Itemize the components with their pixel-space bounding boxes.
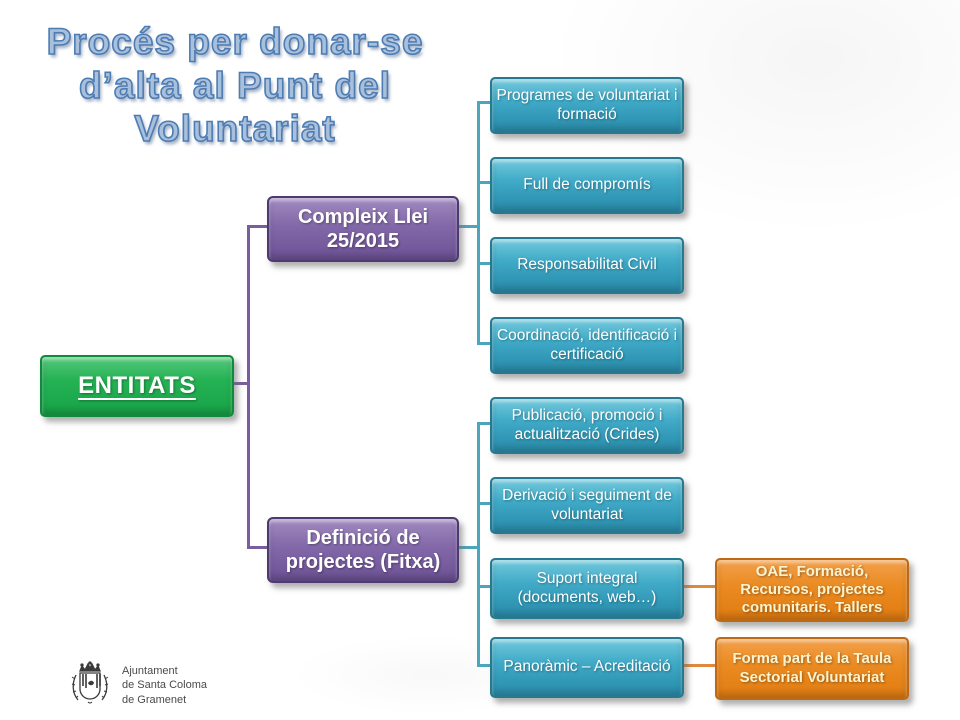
branch-node-label: Definició de projectes (Fitxa) bbox=[285, 526, 441, 573]
branch-node-compleix-llei: Compleix Llei 25/2015 bbox=[267, 196, 459, 262]
callout-bold-text: Taula Sectorial Voluntariat bbox=[739, 650, 892, 686]
connector-root-vertical bbox=[247, 225, 250, 549]
callout-text: Forma part de la bbox=[732, 650, 854, 668]
connector-branch1-stub bbox=[455, 225, 479, 228]
root-node-entitats: ENTITATS bbox=[40, 355, 234, 417]
leaf-node-label: Panoràmic – Acreditació bbox=[503, 658, 671, 676]
root-node-label: ENTITATS bbox=[78, 372, 196, 400]
leaf-node-publicacio: Publicació, promoció i actualització (Cr… bbox=[490, 397, 684, 454]
connector-root-to-branch-2 bbox=[250, 546, 267, 549]
leaf-node-label: Suport integral (documents, web…) bbox=[517, 569, 657, 606]
leaf-node-coordinacio: Coordinació, identificació i certificaci… bbox=[490, 317, 684, 374]
connector-branch2-leaf1 bbox=[479, 422, 490, 425]
connector-branch1-leaf2 bbox=[479, 181, 490, 184]
connector-branch1-leaf3 bbox=[479, 262, 490, 265]
connector-root-to-branch-1 bbox=[250, 225, 267, 228]
connector-branch2-vertical bbox=[477, 422, 480, 667]
city-crest-icon bbox=[68, 659, 112, 712]
logo-text-line: de Santa Coloma bbox=[122, 679, 207, 692]
leaf-node-full-compromis: Full de compromís bbox=[490, 157, 684, 214]
callout-label: OAE, Formació, Recursos, projectes comun… bbox=[740, 562, 884, 617]
callout-oae: OAE, Formació, Recursos, projectes comun… bbox=[715, 558, 909, 622]
connector-branch2-leaf3 bbox=[479, 585, 490, 588]
branch-node-label: Compleix Llei 25/2015 bbox=[297, 205, 429, 252]
leaf-node-panoramic: Panoràmic – Acreditació bbox=[490, 637, 684, 698]
slide-title-line: Procés per donar-se bbox=[46, 20, 424, 63]
logo-text: Ajuntament de Santa Coloma de Gramenet bbox=[122, 664, 207, 707]
logo-text-line: Ajuntament bbox=[122, 665, 178, 678]
connector-branch1-leaf1 bbox=[479, 101, 490, 104]
leaf-node-label: Coordinació, identificació i certificaci… bbox=[496, 326, 678, 363]
leaf-node-label: Full de compromís bbox=[523, 176, 651, 194]
slide-title-line: d’alta al Punt del bbox=[78, 64, 391, 107]
logo-text-line: de Gramenet bbox=[122, 693, 187, 706]
leaf-node-label: Publicació, promoció i actualització (Cr… bbox=[511, 406, 663, 443]
leaf-node-responsabilitat: Responsabilitat Civil bbox=[490, 237, 684, 294]
connector-branch1-vertical bbox=[477, 101, 480, 345]
connector-branch2-leaf2 bbox=[479, 502, 490, 505]
callout-label: Forma part de la Taula Sectorial Volunta… bbox=[717, 649, 907, 688]
leaf-node-programes: Programes de voluntariat i formació bbox=[490, 77, 684, 134]
connector-callout-2 bbox=[680, 664, 715, 667]
leaf-node-label: Responsabilitat Civil bbox=[517, 256, 657, 274]
leaf-node-label: Programes de voluntariat i formació bbox=[496, 86, 678, 123]
leaf-node-label: Derivació i seguiment de voluntariat bbox=[502, 486, 672, 523]
connector-branch2-stub bbox=[455, 546, 479, 549]
connector-callout-1 bbox=[680, 585, 715, 588]
branch-node-definicio-projectes: Definició de projectes (Fitxa) bbox=[267, 517, 459, 583]
slide-title-line: Voluntariat bbox=[133, 108, 336, 151]
leaf-node-suport-integral: Suport integral (documents, web…) bbox=[490, 558, 684, 619]
footer-logo: Ajuntament de Santa Coloma de Gramenet bbox=[68, 659, 207, 712]
connector-root-horizontal bbox=[228, 382, 249, 385]
slide-title: Procés per donar-se d’alta al Punt del V… bbox=[30, 20, 440, 151]
leaf-node-derivacio: Derivació i seguiment de voluntariat bbox=[490, 477, 684, 534]
connector-branch1-leaf4 bbox=[479, 342, 490, 345]
connector-branch2-leaf4 bbox=[479, 664, 490, 667]
callout-taula-sectorial: Forma part de la Taula Sectorial Volunta… bbox=[715, 637, 909, 700]
